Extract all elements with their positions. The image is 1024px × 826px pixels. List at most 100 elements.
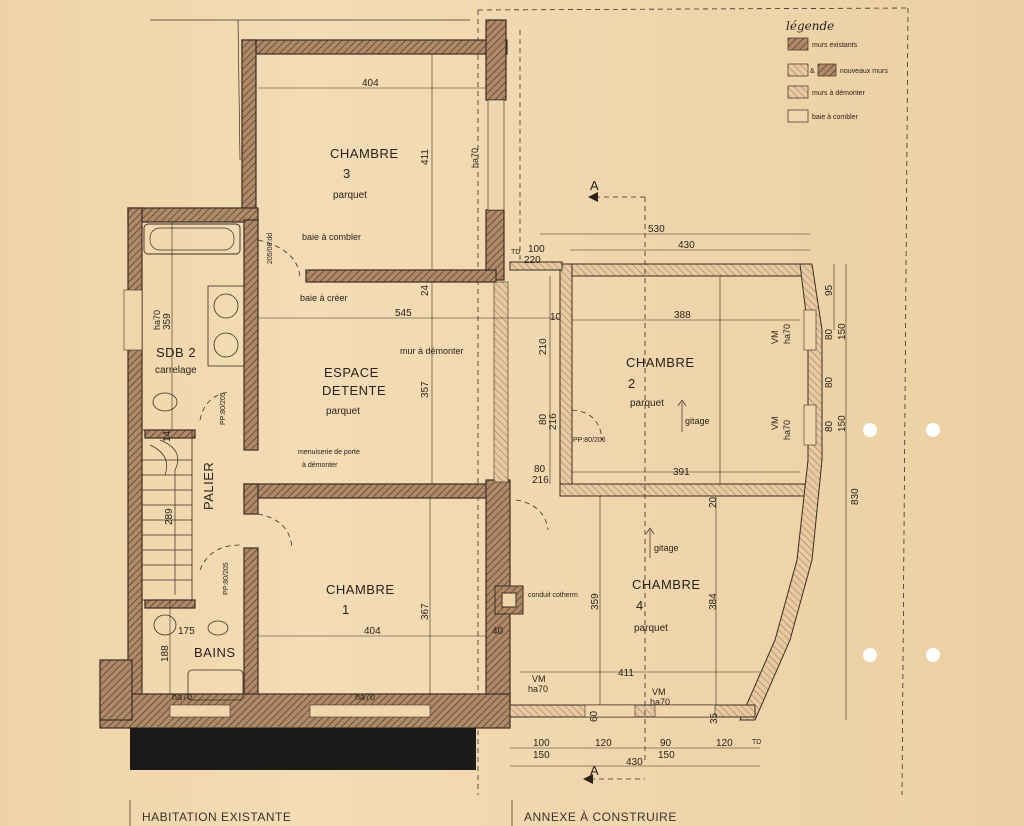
label-ha70-ch2b: ha70 xyxy=(782,420,792,440)
door-arc-2 xyxy=(199,391,231,421)
dim-label: 175 xyxy=(178,626,195,637)
legend-title: légende xyxy=(786,19,834,33)
dim-label: 100 xyxy=(533,738,550,749)
dim-label: 80 xyxy=(824,328,835,340)
dim-label: 359 xyxy=(590,593,601,610)
sheet-guide xyxy=(237,19,241,161)
dim-label: 20 xyxy=(708,496,719,508)
dim-label: 100 xyxy=(528,244,545,255)
door-arc-6 xyxy=(515,499,549,531)
door-arc-4 xyxy=(199,544,241,571)
dimension-lines xyxy=(169,54,847,767)
legend-item-fill: baie à combler xyxy=(812,114,859,121)
dim-label: 80 xyxy=(824,420,835,432)
room-chambre3-name: CHAMBRE xyxy=(330,146,399,161)
room-chambre2-floor: parquet xyxy=(630,398,664,409)
bathtub-sdb2 xyxy=(143,223,241,255)
dim-label: 120 xyxy=(595,738,612,749)
gitage-arrow-ch4 xyxy=(645,527,655,558)
window-sdb2 xyxy=(123,289,143,351)
room-chambre2-name: CHAMBRE xyxy=(626,355,695,370)
dim-label: 404 xyxy=(364,626,381,637)
binder-hole-4 xyxy=(926,648,940,662)
dim-label: 220 xyxy=(524,255,541,266)
annex-frame-top xyxy=(477,7,909,11)
dim-label: 40 xyxy=(492,626,504,637)
room-chambre4-floor: parquet xyxy=(634,623,668,634)
toilet-sdb2-icon xyxy=(152,392,178,412)
label-td-top: TD xyxy=(511,249,520,256)
footer-annex-label: ANNEXE À CONSTRUIRE xyxy=(524,809,677,824)
dim-label: 80 xyxy=(824,376,835,388)
note-conduit: conduit cotherm xyxy=(528,592,578,599)
label-ha70-ch2a: ha70 xyxy=(782,324,792,344)
legend-item-new: nouveaux murs xyxy=(840,68,888,75)
label-ha70-ch3: ha70 xyxy=(470,148,480,168)
window-chambre1 xyxy=(309,704,431,718)
existing-walls xyxy=(99,19,511,729)
legend-swatch-new-a xyxy=(787,63,809,77)
label-vm-d: VM xyxy=(770,417,780,431)
room-chambre4-num: 4 xyxy=(636,598,644,613)
room-espace-line1: ESPACE xyxy=(324,365,379,380)
legend-item-existing: murs existants xyxy=(812,42,858,49)
room-palier-name: PALIER xyxy=(201,462,216,510)
label-ha70-ch4b: ha70 xyxy=(650,697,670,707)
dim-label: 95 xyxy=(824,284,835,296)
label-ha70-sdb2: ha70 xyxy=(152,310,162,330)
door-arc-5 xyxy=(571,409,603,441)
window-chambre4-a xyxy=(584,704,636,718)
dim-label: 289 xyxy=(164,508,175,525)
dimension-labels: 404 411 545 357 24 359 388 530 430 100 2… xyxy=(160,78,861,768)
note-menuiserie-2: à démonter xyxy=(302,462,338,469)
dim-label: 35 xyxy=(709,712,720,724)
room-bains-name: BAINS xyxy=(194,645,236,660)
door-pp-ch2: PP:80/206 xyxy=(573,437,606,444)
note-mur-demonter: mur à démonter xyxy=(400,346,464,356)
window-bains xyxy=(169,704,231,718)
label-vm-c: VM xyxy=(770,331,780,345)
door-arc-3 xyxy=(257,513,293,549)
section-arrowhead-top xyxy=(588,192,598,202)
staircase xyxy=(141,429,193,601)
label-ha70-ch1: ha70 xyxy=(355,692,375,702)
binder-hole-1 xyxy=(863,423,877,437)
room-sdb2-name: SDB 2 xyxy=(156,345,196,360)
dim-label: 24 xyxy=(420,284,431,296)
note-baie-creer: baie à créer xyxy=(300,293,348,303)
binder-hole-3 xyxy=(863,648,877,662)
room-espace-line2: DETENTE xyxy=(322,383,386,398)
gitage-label-ch4: gitage xyxy=(654,543,679,553)
section-label-top: A xyxy=(590,178,599,193)
dim-label: 60 xyxy=(589,710,600,722)
door-pp-palier: PP:80/205 xyxy=(223,562,230,595)
room-chambre3-num: 3 xyxy=(343,166,351,181)
label-vm-a: VM xyxy=(532,674,546,684)
legend-item-demolish: murs à démonter xyxy=(812,90,866,97)
binder-hole-2 xyxy=(926,423,940,437)
door-pp-sdb2: PP:80/205 xyxy=(220,392,227,425)
dim-label: 391 xyxy=(673,467,690,478)
dim-label: 80 xyxy=(534,464,546,475)
window-chambre4-b xyxy=(654,704,716,718)
dim-label: 80 xyxy=(538,413,549,425)
section-arrowhead-bottom xyxy=(583,774,593,784)
window-chambre3 xyxy=(487,99,505,211)
gitage-arrow-ch2 xyxy=(677,399,687,432)
room-chambre1-name: CHAMBRE xyxy=(326,582,395,597)
door-pf-ch3: 205/08:dd xyxy=(267,233,274,264)
note-baie-combler: baie à combler xyxy=(302,232,361,242)
label-ha70-ch4a: ha70 xyxy=(528,684,548,694)
legend-swatch-new-b xyxy=(817,63,837,77)
dim-label: 216 xyxy=(548,413,559,430)
label-vm-b: VM xyxy=(652,687,666,697)
dim-label: 150 xyxy=(533,750,550,761)
bathtub-bains xyxy=(187,669,244,701)
dim-label: 357 xyxy=(420,381,431,398)
room-chambre4-name: CHAMBRE xyxy=(632,577,701,592)
door-arc-1 xyxy=(257,239,301,281)
dim-label: 411 xyxy=(618,668,634,679)
label-td-bottom: TD xyxy=(752,739,761,746)
dim-label: 150 xyxy=(837,323,848,340)
dim-label: 120 xyxy=(716,738,733,749)
